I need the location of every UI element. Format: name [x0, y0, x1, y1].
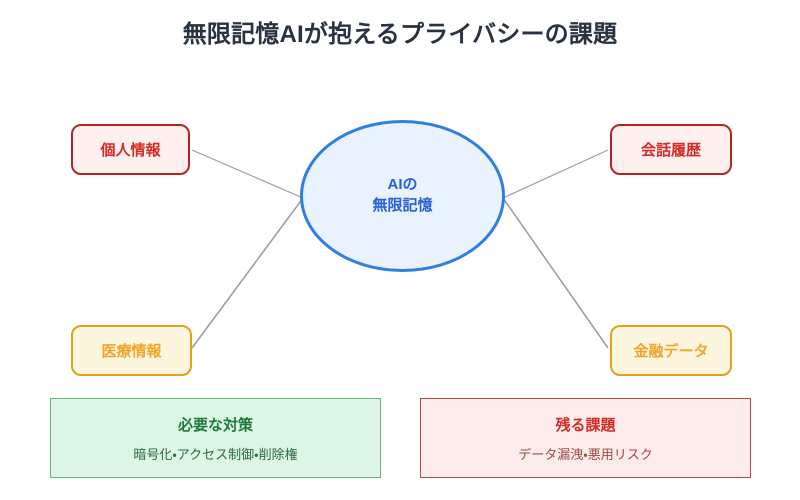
core-node-ai-infinite-memory[interactable]: AIの 無限記憶 [300, 120, 505, 272]
connector-core-to-medical-information [191, 197, 304, 349]
leaf-node-label: 個人情報 [100, 142, 161, 159]
leaf-node-label: 医療情報 [101, 343, 162, 360]
summary-panel-subtitle: 暗号化・アクセス制御・削除権 [133, 446, 298, 462]
core-node-label-line2: 無限記憶 [372, 197, 433, 214]
summary-panel-title: 残る課題 [555, 416, 616, 434]
leaf-node-medical-information[interactable]: 医療情報 [71, 325, 192, 376]
page-title: 無限記憶AIが抱えるプライバシーの課題 [182, 21, 618, 48]
summary-panel-remaining-issues[interactable]: 残る課題 データ漏洩・悪用リスク [420, 398, 751, 478]
leaf-node-conversation-history[interactable]: 会話履歴 [610, 124, 732, 175]
connector-core-to-financial-data [502, 197, 609, 349]
leaf-node-label: 金融データ [633, 343, 709, 360]
leaf-node-personal-information[interactable]: 個人情報 [71, 124, 190, 175]
leaf-node-label: 会話履歴 [640, 142, 701, 159]
leaf-node-financial-data[interactable]: 金融データ [610, 325, 732, 376]
connector-core-to-personal-information [191, 149, 304, 199]
connector-core-to-conversation-history [502, 149, 609, 199]
summary-panel-subtitle: データ漏洩・悪用リスク [518, 446, 653, 462]
summary-panel-title: 必要な対策 [177, 416, 253, 434]
summary-panel-required-measures[interactable]: 必要な対策 暗号化・アクセス制御・削除権 [50, 398, 381, 478]
core-node-label-line1: AIの [387, 176, 418, 194]
